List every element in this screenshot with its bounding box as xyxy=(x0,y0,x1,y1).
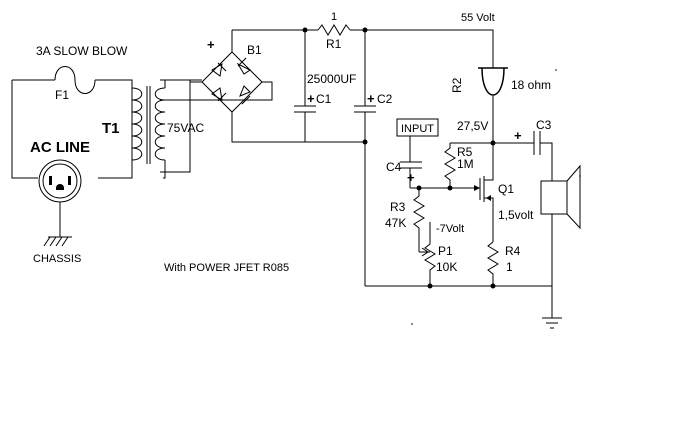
c2-plus-label: + xyxy=(367,91,375,106)
ac-line-label: AC LINE xyxy=(30,139,90,156)
c1-plus-label: + xyxy=(307,91,315,106)
q1-ref-label: Q1 xyxy=(498,182,514,196)
p1-ref-label: P1 xyxy=(438,244,453,258)
c4-ref-label: C4 xyxy=(386,160,402,174)
resistor-r3 xyxy=(413,188,425,252)
speaker-icon xyxy=(540,164,581,286)
fuse-ref-label: F1 xyxy=(55,88,69,102)
note-label: With POWER JFET R085 xyxy=(164,262,289,274)
ground-rail xyxy=(365,285,553,318)
r3-value-label: 47K xyxy=(385,216,406,230)
secondary-loop xyxy=(160,79,191,173)
bridge-ref-label: B1 xyxy=(247,43,262,57)
r4-value-label: 1 xyxy=(506,260,513,274)
fuse-rating-label: 3A SLOW BLOW xyxy=(36,44,128,58)
drain-voltage-label: 27,5V xyxy=(457,119,488,133)
input-label[interactable]: INPUT xyxy=(401,123,434,135)
capacitor-c2 xyxy=(354,30,376,286)
potentiometer-p1 xyxy=(419,222,436,286)
c3-plus-label: + xyxy=(514,128,522,143)
capacitor-c3 xyxy=(533,131,553,181)
jfet-q1 xyxy=(474,143,494,242)
resistor-r5 xyxy=(444,143,456,188)
resistor-r2 xyxy=(478,67,508,143)
rail-top-right xyxy=(350,29,494,68)
c1-ref-label: C1 xyxy=(316,92,332,106)
mains-loop xyxy=(11,79,133,179)
fuse-f1 xyxy=(54,66,96,94)
transformer-voltage-label: 75VAC xyxy=(167,121,204,135)
r5-value-label: 1M xyxy=(457,157,474,171)
input-box xyxy=(396,118,439,162)
resistor-r1 xyxy=(317,24,351,36)
ground-icon xyxy=(542,317,562,329)
transformer-t1 xyxy=(131,79,166,179)
r3-ref-label: R3 xyxy=(390,200,406,214)
supply-voltage-label: 55 Volt xyxy=(461,12,495,24)
r5-ref-label: R5 xyxy=(457,145,473,159)
p1-value-label: 10K xyxy=(436,260,457,274)
cap-value-label: 25000UF xyxy=(307,72,356,86)
capacitor-c1 xyxy=(294,30,316,142)
source-voltage-label: 1,5volt xyxy=(498,208,534,222)
r1-value-label: 1 xyxy=(331,11,337,23)
chassis-label: CHASSIS xyxy=(33,253,81,265)
bridge-rectifier-b1 xyxy=(160,30,305,143)
resistor-r4 xyxy=(487,241,499,286)
chassis-ground-icon xyxy=(43,236,72,247)
r1-ref-label: R1 xyxy=(326,37,342,51)
ac-line-socket xyxy=(38,159,82,237)
c2-ref-label: C2 xyxy=(377,92,393,106)
c4-plus-label: + xyxy=(407,170,415,185)
capacitor-c4 xyxy=(400,161,422,188)
r2-value-label: 18 ohm xyxy=(511,78,551,92)
c3-ref-label: C3 xyxy=(536,118,552,132)
gate-voltage-label: -7Volt xyxy=(436,223,464,235)
transformer-ref-label: T1 xyxy=(102,120,120,137)
r4-ref-label: R4 xyxy=(505,244,521,258)
r2-ref-label: R2 xyxy=(450,77,464,93)
bridge-plus-label: + xyxy=(207,37,215,52)
